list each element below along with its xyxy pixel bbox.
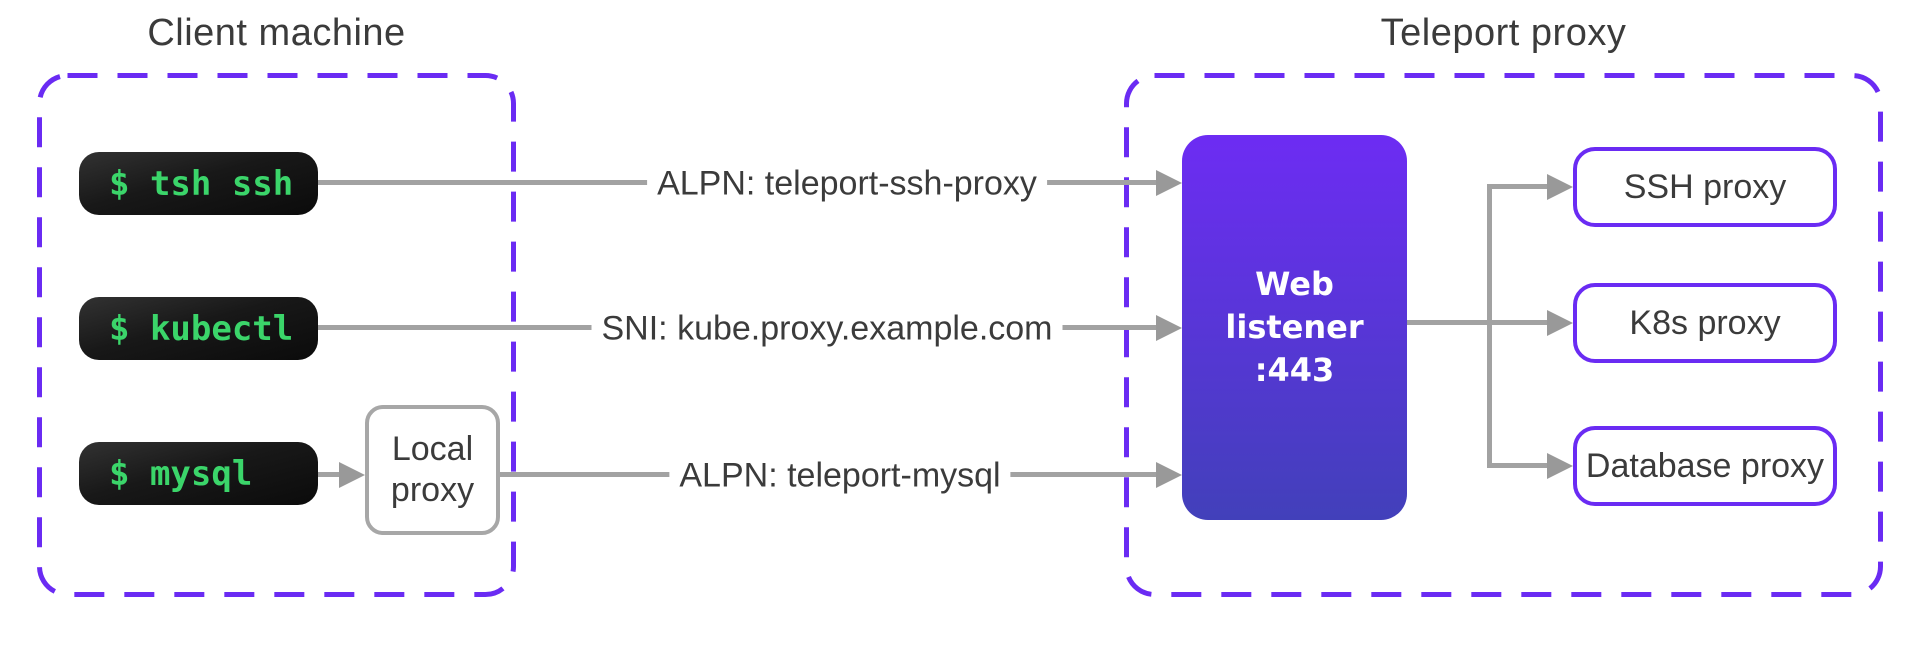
arrowhead-icon <box>1156 462 1182 488</box>
arrowhead-icon <box>1547 310 1573 336</box>
connection-label-sni-kube: SNI: kube.proxy.example.com <box>591 309 1063 349</box>
terminal-command-tsh-ssh: $ tsh ssh <box>79 152 318 215</box>
command-text: $ tsh ssh <box>109 163 294 204</box>
web-listener-label-line1: Web <box>1255 264 1334 303</box>
command-text: $ kubectl <box>109 308 294 349</box>
arrowhead-icon <box>1156 170 1182 196</box>
local-proxy-box: Local proxy <box>365 405 500 535</box>
database-proxy-box: Database proxy <box>1573 426 1837 506</box>
local-proxy-label: Local proxy <box>390 429 475 509</box>
connector-line-mysql-to-local-proxy <box>318 472 344 477</box>
terminal-command-mysql: $ mysql <box>79 442 318 505</box>
web-listener-label-line3: :443 <box>1254 351 1335 390</box>
ssh-proxy-label: SSH proxy <box>1623 167 1787 206</box>
client-machine-title: Client machine <box>147 12 406 54</box>
k8s-proxy-label: K8s proxy <box>1629 303 1781 342</box>
connector-trunk-vertical <box>1487 184 1492 468</box>
arrowhead-icon <box>1156 315 1182 341</box>
teleport-proxy-boundary <box>1124 73 1883 597</box>
terminal-command-kubectl: $ kubectl <box>79 297 318 360</box>
ssh-proxy-box: SSH proxy <box>1573 147 1837 227</box>
web-listener-box: Web listener :443 <box>1182 135 1407 520</box>
connection-label-alpn-ssh: ALPN: teleport-ssh-proxy <box>647 164 1047 204</box>
web-listener-label-line2: listener <box>1225 307 1364 346</box>
client-machine-boundary <box>37 73 516 597</box>
connection-label-alpn-mysql: ALPN: teleport-mysql <box>669 456 1011 496</box>
arrowhead-icon <box>1547 453 1573 479</box>
connector-branch-database <box>1489 463 1549 468</box>
command-text: $ mysql <box>109 453 253 494</box>
connector-line-listener-to-k8s <box>1407 320 1549 325</box>
teleport-proxy-title: Teleport proxy <box>1380 12 1627 54</box>
k8s-proxy-box: K8s proxy <box>1573 283 1837 363</box>
connector-branch-ssh <box>1489 184 1549 189</box>
arrowhead-icon <box>1547 174 1573 200</box>
database-proxy-label: Database proxy <box>1585 446 1825 485</box>
arrowhead-icon <box>339 462 365 488</box>
